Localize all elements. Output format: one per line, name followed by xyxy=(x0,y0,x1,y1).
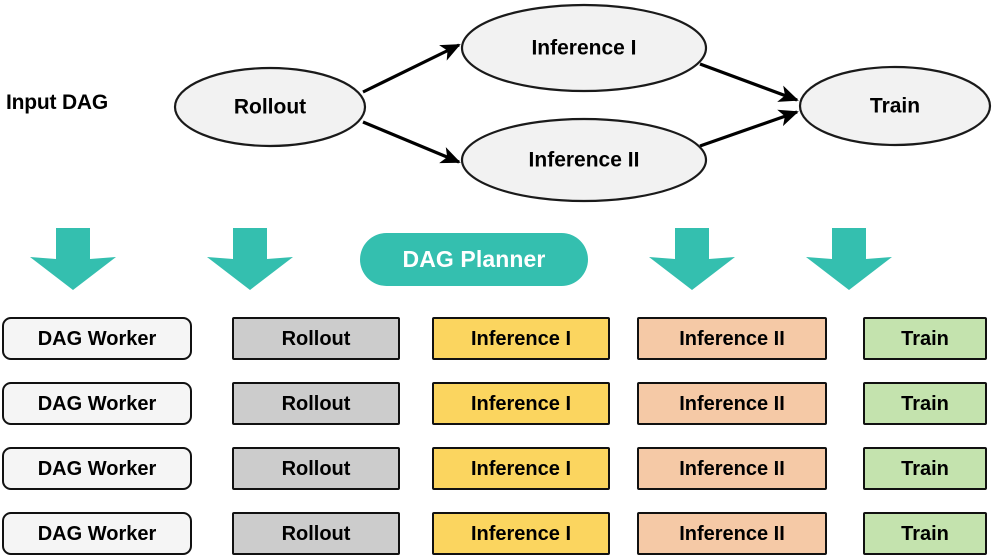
dag-edges xyxy=(362,43,799,164)
dag-node-inference-2-label: Inference II xyxy=(529,149,640,172)
task-cell-train[interactable]: Train xyxy=(863,447,987,490)
dag-node-rollout[interactable]: Rollout xyxy=(173,66,367,148)
dag-worker-row: DAG Worker Rollout Inference I Inference II… xyxy=(0,376,996,441)
dag-worker-tag[interactable]: DAG Worker xyxy=(2,512,192,555)
task-cell-rollout[interactable]: Rollout xyxy=(232,512,400,555)
task-cell-train[interactable]: Train xyxy=(863,382,987,425)
dag-worker-row: DAG Worker Rollout Inference I Inference II… xyxy=(0,441,996,506)
task-cell-rollout[interactable]: Rollout xyxy=(232,447,400,490)
task-cell-train[interactable]: Train xyxy=(863,512,987,555)
task-cell-rollout[interactable]: Rollout xyxy=(232,317,400,360)
dag-worker-row: DAG Worker Rollout Inference I Inference II… xyxy=(0,506,996,560)
dag-node-train[interactable]: Train xyxy=(798,65,992,147)
task-cell-inference-2[interactable]: Inference II xyxy=(637,447,827,490)
dag-edge-inference-1-to-train xyxy=(699,62,799,102)
task-cell-inference-2[interactable]: Inference II xyxy=(637,317,827,360)
input-dag-graph: Rollout Inference I Inference II Train xyxy=(173,3,992,203)
dag-worker-tag[interactable]: DAG Worker xyxy=(2,317,192,360)
task-cell-inference-1[interactable]: Inference I xyxy=(432,512,610,555)
input-dag-label: Input DAG xyxy=(6,91,109,114)
down-arrow-icon xyxy=(207,228,293,290)
dag-planner-label: DAG Planner xyxy=(402,246,546,272)
dag-node-inference-2[interactable]: Inference II xyxy=(460,117,708,203)
task-cell-inference-1[interactable]: Inference I xyxy=(432,317,610,360)
dag-node-train-label: Train xyxy=(870,95,920,118)
dag-planner-pill[interactable]: DAG Planner xyxy=(360,233,588,286)
dag-node-rollout-shape xyxy=(173,66,367,148)
down-arrow-icon xyxy=(649,228,735,290)
task-cell-rollout[interactable]: Rollout xyxy=(232,382,400,425)
task-cell-inference-2[interactable]: Inference II xyxy=(637,382,827,425)
dag-node-inference-1-shape xyxy=(460,3,708,93)
task-cell-inference-2[interactable]: Inference II xyxy=(637,512,827,555)
dag-worker-tag[interactable]: DAG Worker xyxy=(2,447,192,490)
dag-node-inference-1-label: Inference I xyxy=(531,37,636,60)
dag-worker-tag[interactable]: DAG Worker xyxy=(2,382,192,425)
task-cell-inference-1[interactable]: Inference I xyxy=(432,382,610,425)
dag-edge-rollout-to-inference-2 xyxy=(362,120,461,164)
dag-node-inference-2-shape xyxy=(460,117,708,203)
dag-node-inference-1[interactable]: Inference I xyxy=(460,3,708,93)
dag-node-train-shape xyxy=(798,65,992,147)
task-cell-train[interactable]: Train xyxy=(863,317,987,360)
task-cell-inference-1[interactable]: Inference I xyxy=(432,447,610,490)
down-arrow-icon xyxy=(30,228,116,290)
dag-node-rollout-label: Rollout xyxy=(234,96,306,119)
dag-edge-inference-2-to-train xyxy=(699,109,799,148)
dag-edge-rollout-to-inference-1 xyxy=(362,43,461,94)
dag-worker-row: DAG Worker Rollout Inference I Inference II… xyxy=(0,311,996,376)
down-arrow-icon xyxy=(806,228,892,290)
